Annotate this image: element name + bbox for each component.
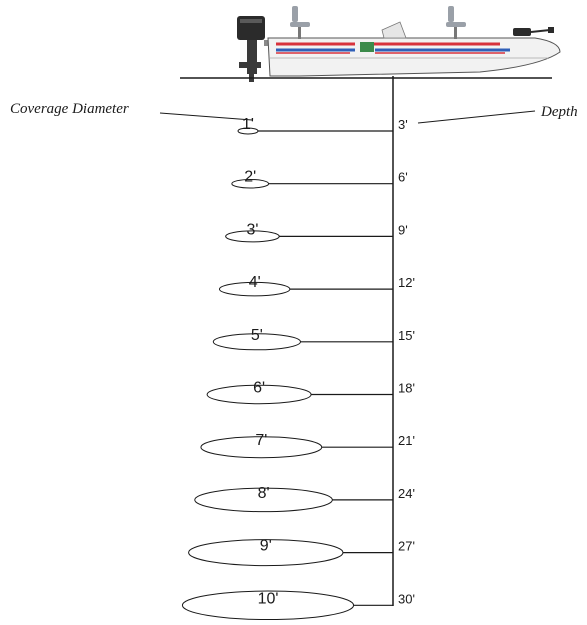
coverage-diameter-label: Coverage Diameter <box>10 101 129 117</box>
boat-seat <box>290 6 310 39</box>
coverage-diameter-value: 10' <box>258 590 279 607</box>
coverage-row: 10' 30' <box>181 590 415 621</box>
depth-value: 6' <box>398 170 408 185</box>
coverage-row: 6' 18' <box>206 380 415 405</box>
coverage-diameter-value: 5' <box>251 327 263 344</box>
coverage-ellipse <box>181 590 355 621</box>
depth-value: 27' <box>398 539 415 554</box>
depth-leader <box>417 110 536 124</box>
depth-value: 15' <box>398 328 415 343</box>
coverage-diameter-value: 7' <box>255 432 267 449</box>
coverage-row: 1' 3' <box>237 116 408 135</box>
coverage-ellipse <box>194 487 333 513</box>
coverage-row: 4' 12' <box>218 274 415 297</box>
coverage-diameter-value: 4' <box>249 274 261 291</box>
boat-seat <box>446 6 466 39</box>
coverage-row: 8' 24' <box>194 485 415 513</box>
trolling-motor <box>513 27 554 36</box>
depth-value: 12' <box>398 275 415 290</box>
boat-illustration <box>237 6 561 82</box>
coverage-diameter-value: 2' <box>244 169 256 186</box>
coverage-diameter-value: 3' <box>246 221 258 238</box>
coverage-row: 9' 27' <box>188 538 415 567</box>
depth-value: 18' <box>398 381 415 396</box>
depth-value: 9' <box>398 222 408 237</box>
coverage-diameter-value: 8' <box>258 485 270 502</box>
coverage-diameter-leader <box>159 112 253 121</box>
coverage-row: 7' 21' <box>200 432 415 459</box>
coverage-row: 2' 6' <box>231 169 408 189</box>
coverage-row: 5' 15' <box>212 327 415 351</box>
depth-value: 30' <box>398 591 415 606</box>
depth-value: 21' <box>398 433 415 448</box>
coverage-diameter-value: 9' <box>260 538 272 555</box>
coverage-row: 3' 9' <box>225 221 408 243</box>
depth-label: Depth <box>540 104 578 120</box>
boat-hull <box>267 37 561 77</box>
depth-value: 3' <box>398 117 408 132</box>
depth-value: 24' <box>398 486 415 501</box>
coverage-diameter-value: 1' <box>242 116 254 133</box>
coverage-diameter-value: 6' <box>253 380 265 397</box>
coverage-rows: 1' 3' 2' 6' 3' 9' 4' 12' 5' 15' 6' 18' 7' 21' 8' 24' 9' 2… <box>181 116 415 621</box>
